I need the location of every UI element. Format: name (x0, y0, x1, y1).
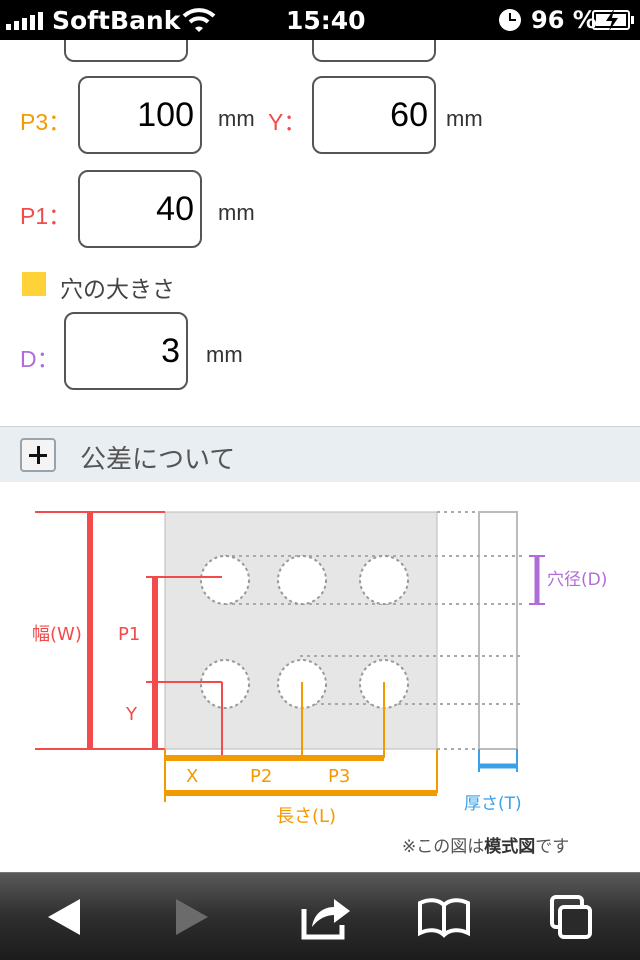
schematic-note: ※この図は模式図です (402, 836, 569, 857)
browser-toolbar (0, 872, 640, 960)
plate-side-view (478, 511, 518, 750)
d-label: D： (20, 346, 60, 372)
d-input[interactable]: 3 (64, 312, 188, 390)
back-arrow-icon[interactable] (34, 887, 98, 947)
hole (277, 555, 327, 605)
x-dimension-label: X (186, 766, 198, 787)
tabs-icon[interactable] (538, 887, 602, 947)
p3-dimension-label: P3 (328, 766, 350, 787)
share-icon[interactable] (294, 887, 358, 947)
p3-unit: mm (218, 106, 255, 131)
p3-input[interactable]: 100 (78, 76, 202, 154)
wifi-icon (182, 8, 216, 32)
status-bar: SoftBank 15:40 96 % (0, 0, 640, 40)
thickness-label: 厚さ(T) (464, 794, 522, 814)
y-label: Y： (268, 109, 307, 135)
p3-label: P3： (20, 109, 72, 135)
status-time: 15:40 (286, 6, 366, 35)
tolerance-label: 公差について (80, 445, 236, 475)
battery-charging-icon (592, 9, 634, 31)
hidden-field-right[interactable] (312, 40, 436, 62)
p1-label: P1： (20, 203, 72, 229)
hole-size-heading: 穴の大きさ (60, 277, 175, 303)
y-dimension-label: Y (125, 704, 138, 725)
y-input[interactable]: 60 (312, 76, 436, 154)
p1-input[interactable]: 40 (78, 170, 202, 248)
hole (200, 555, 250, 605)
battery-percent: 96 % (531, 6, 597, 34)
perforated-plate-diagram: 幅(W) P1 Y X P2 P3 長さ(L) 穴径(D) 厚さ(T) ※この図… (32, 511, 607, 857)
p1-dimension-label: P1 (118, 624, 140, 645)
hole (359, 555, 409, 605)
p2-dimension-label: P2 (250, 766, 272, 787)
length-label: 長さ(L) (276, 806, 336, 827)
expand-plus-icon[interactable] (20, 438, 56, 472)
alarm-clock-icon (499, 9, 521, 31)
width-label: 幅(W) (32, 624, 82, 645)
bookmarks-icon[interactable] (412, 887, 476, 947)
d-unit: mm (206, 342, 243, 367)
forward-arrow-icon[interactable] (158, 887, 222, 947)
y-unit: mm (446, 106, 483, 131)
hole-diameter-label: 穴径(D) (547, 570, 607, 590)
carrier-name: SoftBank (52, 6, 181, 35)
hole (200, 659, 250, 709)
tolerance-toggle[interactable]: 公差について (0, 426, 640, 482)
hidden-field-left[interactable] (64, 40, 188, 62)
hole-size-color-marker (22, 272, 46, 296)
p1-unit: mm (218, 200, 255, 225)
